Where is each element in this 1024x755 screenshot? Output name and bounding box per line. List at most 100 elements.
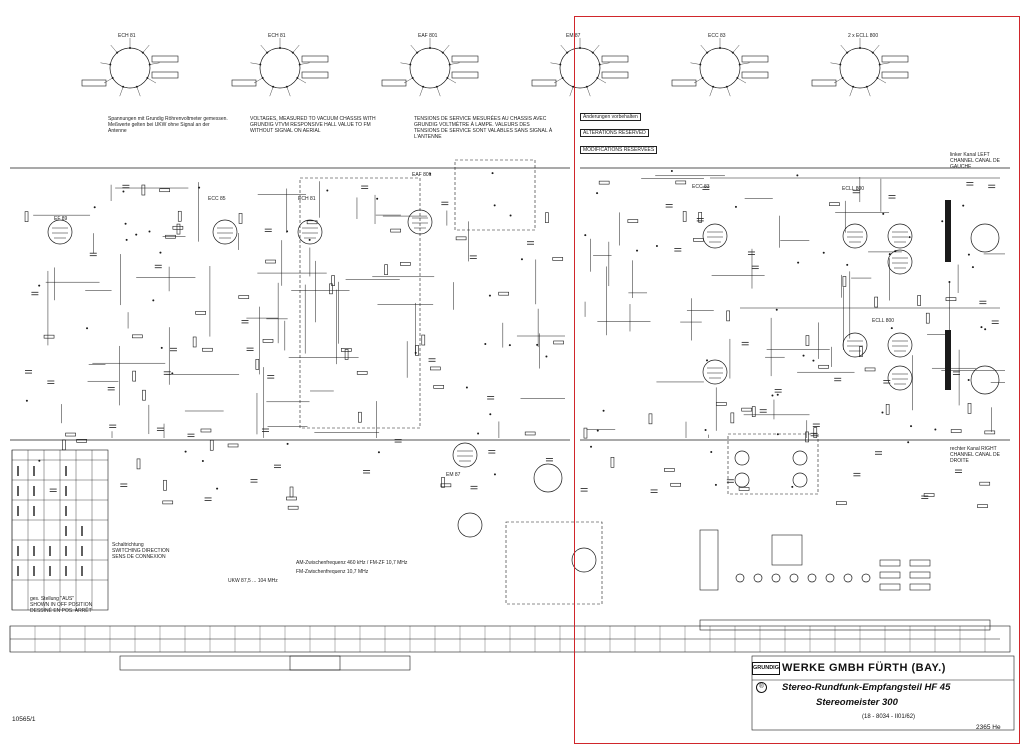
- resistor-symbol: [329, 283, 333, 295]
- junction-dot: [602, 409, 605, 412]
- pin-voltage-box: [741, 55, 769, 63]
- junction-dot: [465, 386, 468, 389]
- junction-dot: [791, 485, 794, 488]
- tube-label: 2 x ECLL 800: [848, 33, 879, 39]
- schematic-line: [449, 62, 460, 65]
- alterations-fr: MODIFICATIONS RÉSERVÉES: [580, 146, 658, 154]
- junction-dot: [771, 394, 774, 397]
- switching-de: Schaltrichtung: [112, 542, 144, 548]
- junction-dot: [775, 308, 778, 311]
- fm-if-note: FM-Zwischenfrequenz 10,7 MHz: [296, 569, 369, 575]
- schematic-line: [419, 86, 424, 97]
- sheet-number-left: 10565/1: [12, 716, 36, 723]
- resistor-symbol: [925, 312, 930, 324]
- resistor-symbol: [289, 486, 294, 498]
- junction-dot: [216, 487, 219, 490]
- resistor-symbol: [62, 439, 66, 451]
- pilot-lamp: [825, 573, 835, 583]
- junction-dot: [489, 413, 492, 416]
- tube-label: EAF 801: [418, 33, 438, 39]
- tube-symbol: [887, 365, 913, 391]
- resistor-symbol: [524, 431, 536, 436]
- schematic-line: [147, 77, 157, 84]
- schematic-line: [250, 62, 261, 65]
- pilot-lamp: [753, 573, 763, 583]
- junction-dot: [160, 346, 163, 349]
- junction-dot: [797, 261, 800, 264]
- junction-dot: [908, 236, 911, 239]
- tube-symbol: [47, 219, 73, 245]
- resistor-symbol: [716, 402, 727, 406]
- junction-dot: [184, 450, 187, 453]
- schematic-line: [840, 44, 848, 53]
- schematic-line: [599, 62, 610, 65]
- schematic-line: [739, 62, 750, 65]
- schematic-line: [447, 77, 457, 84]
- schematic-line: [436, 86, 441, 97]
- highlight-frame: [574, 16, 1020, 744]
- resistor-symbol: [400, 262, 411, 266]
- schematic-line: [690, 62, 701, 65]
- voltage-note-en: VOLTAGES, MEASURED TO VACUUM CHASSIS WIT…: [250, 116, 376, 134]
- junction-dot: [135, 233, 138, 236]
- alterations-en: ALTERATIONS RESERVED: [580, 129, 649, 137]
- schematic-line: [700, 44, 708, 53]
- resistor-symbol: [967, 403, 972, 414]
- pin-voltage-box: [601, 55, 629, 63]
- schematic-line: [560, 44, 568, 53]
- resistor-symbol: [440, 483, 452, 488]
- pin-voltage-box: [231, 79, 257, 87]
- tube-symbol: [842, 332, 868, 358]
- pin-voltage-box: [151, 71, 179, 79]
- resistor-symbol: [177, 210, 182, 222]
- resistor-symbol: [238, 295, 250, 299]
- schematic-line: [693, 77, 703, 84]
- pilot-lamp: [735, 573, 745, 583]
- resistor-symbol: [162, 500, 174, 505]
- voltage-note-fr: TENSIONS DE SERVICE MESURÉES AU CHASSIS …: [414, 116, 553, 140]
- schematic-line: [833, 77, 843, 84]
- resistor-symbol: [227, 443, 239, 448]
- schematic-line: [103, 77, 113, 84]
- resistor-symbol: [65, 432, 76, 437]
- junction-dot: [198, 186, 201, 189]
- schematic-line: [142, 44, 150, 53]
- junction-dot: [477, 432, 480, 435]
- junction-dot: [493, 473, 496, 476]
- power-transformer: [699, 529, 719, 591]
- resistor-symbol: [741, 407, 752, 412]
- resistor-symbol: [172, 225, 184, 230]
- junction-dot: [802, 354, 805, 357]
- pin-voltage-box: [301, 55, 329, 63]
- ref-strip: [699, 619, 991, 631]
- resistor-symbol: [287, 505, 299, 510]
- resistor-symbol: [874, 296, 878, 308]
- fuse-box: [909, 571, 931, 579]
- schematic-line: [592, 44, 600, 53]
- resistor-symbol: [136, 458, 141, 470]
- pin-voltage-box: [301, 71, 329, 79]
- dashed-shield-box: [299, 177, 421, 429]
- schematic-line: [286, 86, 291, 97]
- junction-dot: [980, 326, 983, 329]
- resistor-symbol: [818, 364, 829, 369]
- resistor-symbol: [390, 228, 401, 233]
- junction-dot: [536, 343, 539, 346]
- tube-label: ECLL 800: [872, 318, 895, 324]
- junction-dot: [484, 342, 487, 345]
- schematic-line: [872, 44, 880, 53]
- left-channel-note: linker Kanal LEFT CHANNEL CANAL DE GAUCH…: [950, 152, 1000, 170]
- motor-symbol: [571, 547, 597, 573]
- resistor-symbol: [165, 234, 176, 239]
- junction-dot: [714, 483, 717, 486]
- junction-dot: [86, 327, 89, 330]
- resistor-symbol: [698, 212, 702, 223]
- junction-dot: [125, 238, 128, 241]
- resistor-symbol: [200, 428, 212, 433]
- resistor-symbol: [923, 493, 935, 497]
- resistor-symbol: [433, 385, 445, 389]
- resistor-symbol: [829, 202, 840, 206]
- tube-symbol: [702, 223, 728, 249]
- tube-label: ECLL 800: [842, 186, 865, 192]
- resistor-symbol: [805, 335, 810, 346]
